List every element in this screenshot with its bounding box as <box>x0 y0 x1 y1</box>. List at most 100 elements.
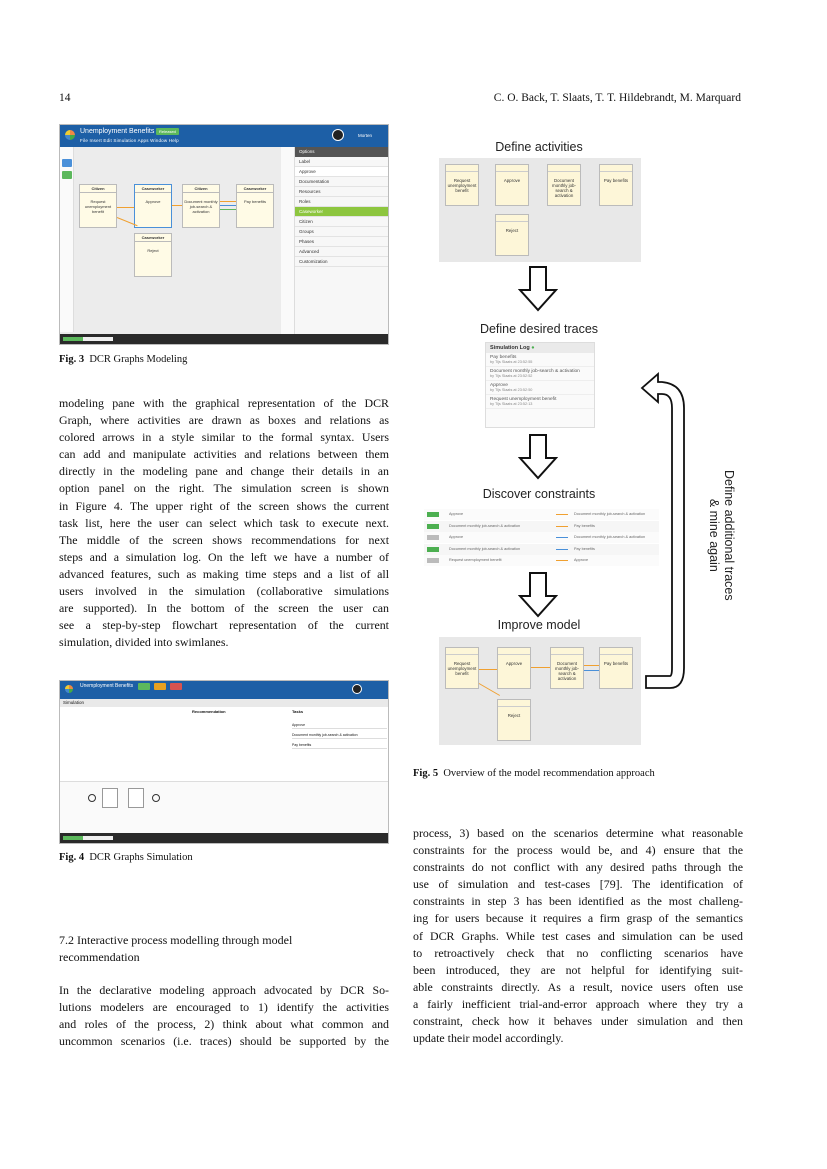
constraint-swatch <box>427 558 439 563</box>
tasks-panel-title: Tasks <box>292 709 304 714</box>
activity-document: Document monthly job-search & activation <box>547 164 581 206</box>
user-name: Morten <box>358 133 373 138</box>
figure-3-screenshot: Unemployment Benefits Released File Inse… <box>59 124 389 345</box>
app-title: Unemployment Benefits <box>80 683 134 689</box>
dcr-logo-icon <box>65 685 73 693</box>
constraint-arrow <box>556 514 568 515</box>
constraint-swatch <box>427 535 439 540</box>
constraint-from: Document monthly job-search & activation <box>449 546 521 551</box>
activity-approve: Approve <box>497 647 531 689</box>
relation-arrow <box>479 669 497 670</box>
add-button <box>62 159 72 167</box>
simulation-log-title: Simulation Log <box>490 345 530 351</box>
role-caseworker[interactable]: Caseworker <box>295 207 388 217</box>
avatar <box>332 129 344 141</box>
define-activities-panel: Request unemployment benefit Approve Doc… <box>439 158 641 262</box>
log-entry: Document monthly job-search & activation… <box>486 367 594 381</box>
flow-node <box>128 788 144 808</box>
activity-pay: Pay benefits <box>599 164 633 206</box>
figure-5-caption: Fig. 5 Overview of the model recommendat… <box>413 768 655 779</box>
constraint-swatch <box>427 523 439 529</box>
page-number: 14 <box>59 92 71 104</box>
figure-3-caption: Fig. 3 DCR Graphs Modeling <box>59 354 188 365</box>
recommendation-panel-title: Recommendation <box>192 709 226 714</box>
task-document[interactable]: Document monthly job-search & activation <box>292 733 387 739</box>
running-head-authors: C. O. Back, T. Slaats, T. T. Hildebrandt… <box>493 92 741 104</box>
section-advanced[interactable]: Advanced <box>295 247 388 257</box>
relation-arrow <box>220 209 236 210</box>
relation-arrow <box>117 207 134 208</box>
section-roles[interactable]: Roles <box>295 197 388 207</box>
flow-node <box>152 794 160 802</box>
swimlane-area <box>60 781 388 835</box>
constraint-to: Pay benefits <box>574 546 595 551</box>
section-groups[interactable]: Groups <box>295 227 388 237</box>
constraint-arrow <box>556 537 568 538</box>
options-pane: Options Label Approve Documentation Reso… <box>281 147 388 334</box>
status-badge <box>138 683 150 690</box>
relation-arrow <box>220 201 236 202</box>
constraint-arrow <box>556 560 568 561</box>
flow-node <box>88 794 96 802</box>
constraint-to: Pay benefits <box>574 523 595 528</box>
bottom-bar <box>60 334 388 344</box>
down-arrow-icon <box>518 266 558 312</box>
activity-request: Request unemployment benefit <box>445 647 479 689</box>
simulation-header: Simulation <box>60 699 388 707</box>
stage-define-traces: Define desired traces <box>479 322 599 336</box>
body-paragraph-2: In the declarative modeling approach adv… <box>59 983 389 1049</box>
status-badge <box>154 683 166 690</box>
relation-arrow <box>531 667 550 668</box>
constraint-from: Request unemployment benefit <box>449 558 502 562</box>
relation-arrow <box>584 670 599 671</box>
activity-pay: Pay benefits <box>599 647 633 689</box>
status-badge: Released <box>156 128 179 135</box>
task-pay[interactable]: Pay benefits <box>292 743 387 749</box>
constraint-from: Approve <box>449 512 464 516</box>
constraint-swatch <box>427 546 439 552</box>
relation-arrow <box>172 205 182 206</box>
figure-4-screenshot: Unemployment Benefits Simulation Recomme… <box>59 680 389 844</box>
status-dot-icon: ● <box>531 345 535 351</box>
body-paragraph-1: modeling pane with the graphical represe… <box>59 396 389 650</box>
task-approve[interactable]: Approve <box>292 723 387 729</box>
constraint-to: Document monthly job-search & activation <box>574 535 646 539</box>
constraint-to: Document monthly job-search & activation <box>574 512 646 516</box>
section-phases[interactable]: Phases <box>295 237 388 247</box>
down-arrow-icon <box>518 572 558 618</box>
down-arrow-icon <box>518 434 558 480</box>
section-resources[interactable]: Resources <box>295 187 388 197</box>
constraint-arrow <box>556 525 568 527</box>
flow-node <box>102 788 118 808</box>
activity-document: Document monthly job-search & activation <box>550 647 584 689</box>
section-documentation[interactable]: Documentation <box>295 177 388 187</box>
label-input[interactable]: Approve <box>295 167 388 177</box>
status-badge <box>170 683 182 690</box>
stage-define-activities: Define activities <box>495 140 583 154</box>
add-role-button <box>62 171 72 179</box>
relation-arrow <box>220 205 236 206</box>
loop-back-arrow-icon <box>640 372 685 689</box>
activity-reject: Reject <box>495 214 529 256</box>
constraint-arrow <box>556 548 568 550</box>
constraint-row: Document monthly job-search & activation… <box>424 543 659 555</box>
section-heading: 7.2 Interactive process modelling throug… <box>59 933 293 964</box>
left-toolbar <box>60 147 74 332</box>
section-customization[interactable]: Customization <box>295 257 388 267</box>
activity-request: Request unemployment benefit <box>445 164 479 206</box>
role-citizen[interactable]: Citizen <box>295 217 388 227</box>
label-caption: Label <box>295 157 388 167</box>
figure-4-caption: Fig. 4 DCR Graphs Simulation <box>59 852 193 863</box>
side-label: Define additional traces & mine again <box>707 470 736 601</box>
app-bar: Unemployment Benefits Released File Inse… <box>60 125 388 147</box>
